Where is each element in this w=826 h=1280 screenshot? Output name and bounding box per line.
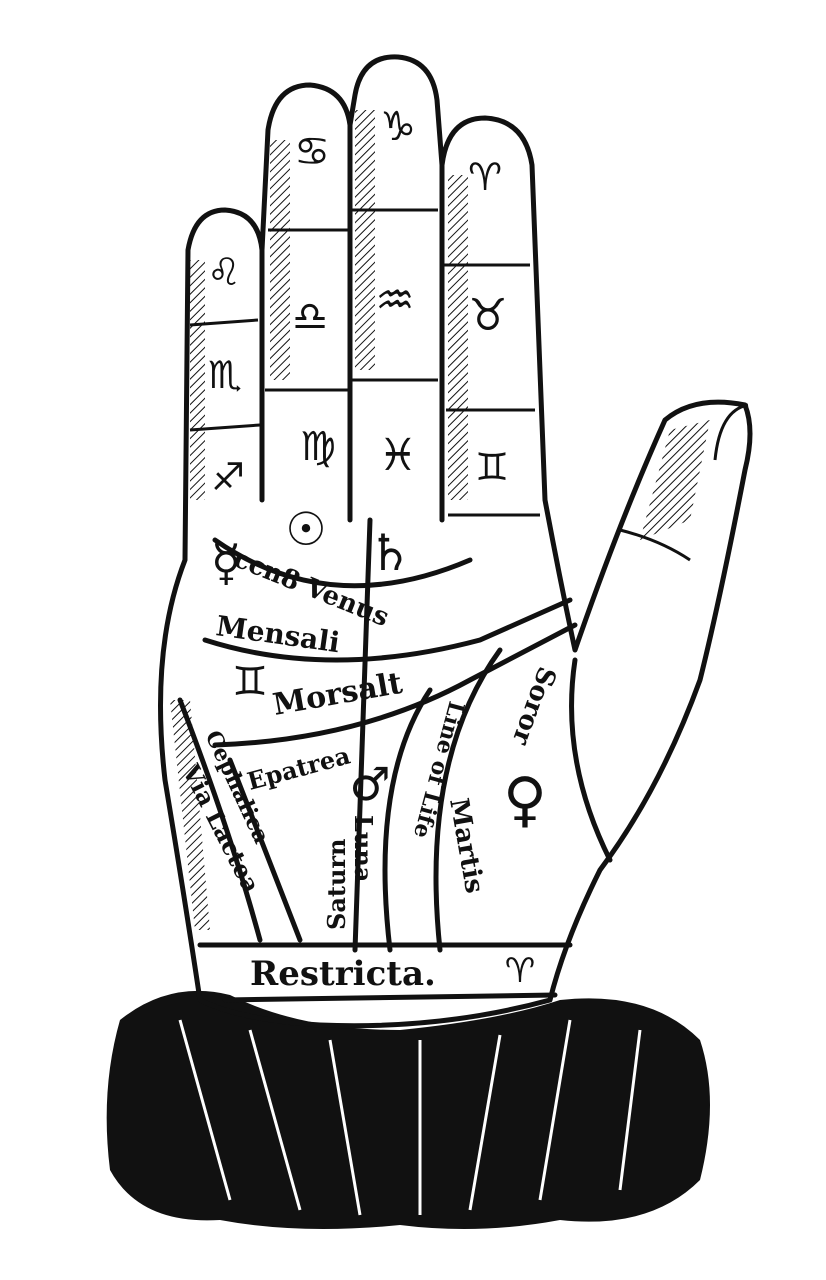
index-zodiac-signs: ♈ ♉ ♊ [468, 155, 509, 489]
zodiac-symbol: ♑ [380, 104, 416, 150]
zodiac-symbol: ♓ [378, 430, 417, 481]
zodiac-symbol: ♏ [208, 353, 242, 397]
saturn-symbol: ♄ [368, 524, 413, 582]
zodiac-symbol: ♉ [468, 290, 507, 341]
mars-symbol: ♂ [349, 757, 390, 811]
label-saturn: Saturn [322, 838, 351, 930]
zodiac-symbol: ♈ [468, 155, 502, 199]
ring-zodiac-signs: ♋ ♎ ♍ [292, 129, 336, 470]
mercury-symbol: ☿ [211, 534, 242, 592]
label-restricta: Restricta. [250, 954, 436, 994]
label-martis: Martis [443, 796, 489, 896]
label-mensalis: Mensali [214, 609, 342, 659]
zodiac-symbol: ♎ [292, 294, 328, 340]
zodiac-symbol: ♋ [294, 129, 330, 175]
ruffled-cuff [106, 990, 710, 1229]
zodiac-symbol: ♒ [375, 275, 414, 326]
middle-zodiac-signs: ♑ ♒ ♓ [375, 104, 417, 481]
zodiac-symbol: ♌ [207, 250, 241, 294]
venus-symbol: ♀ [503, 765, 547, 835]
gemini-mark: ♊ [232, 659, 268, 705]
aries-mark: ♈ [505, 951, 535, 991]
label-soror: Soror [506, 663, 562, 750]
zodiac-symbol: ♐ [211, 455, 245, 499]
cuff-folds [178, 1019, 642, 1216]
label-luna: Luna [349, 815, 378, 882]
sun-symbol: ☉ [285, 502, 326, 556]
zodiac-symbol: ♍ [300, 424, 336, 470]
zodiac-symbol: ♊ [475, 445, 509, 489]
hand-outline [158, 54, 753, 1029]
label-epatrea: Epatrea [244, 741, 353, 796]
pinky-zodiac-signs: ♌ ♏ ♐ [207, 250, 245, 499]
